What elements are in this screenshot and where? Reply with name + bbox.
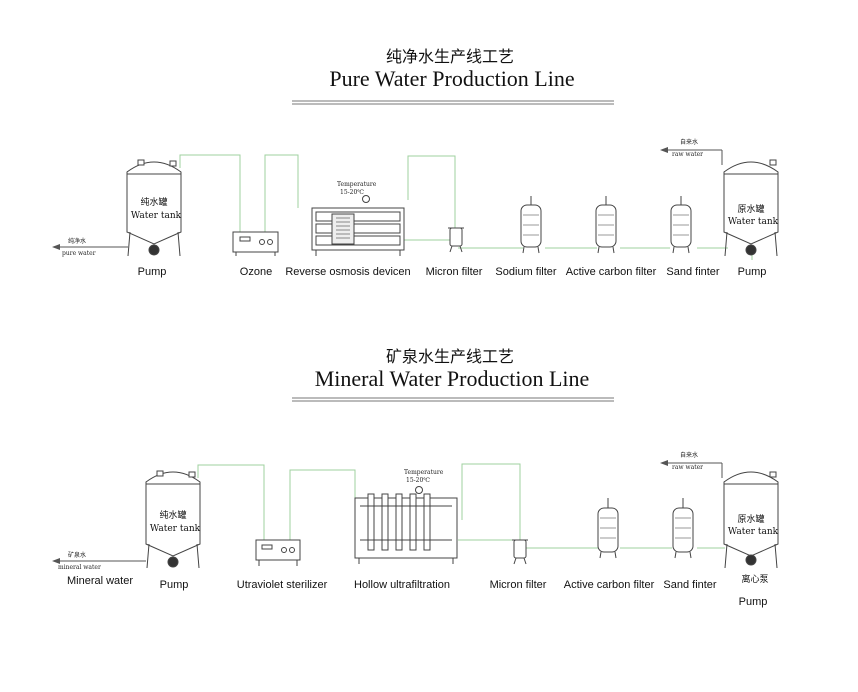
pure-outlet-en: pure water	[62, 250, 96, 257]
mineral-tank-label-en: Water tank	[150, 524, 201, 534]
mineral-label-mineral-water: Mineral water	[67, 575, 133, 587]
mineral-outlet-en: mineral water	[58, 564, 101, 571]
sodium-filter	[520, 196, 542, 254]
pure-title-cn: 纯净水生产线工艺	[386, 47, 514, 66]
pure-tank-label-cn: 纯水罐	[140, 196, 167, 208]
pure-raw-tank-label-cn: 原水罐	[737, 203, 764, 215]
pure-label-reverse-osmosis: Reverse osmosis devicen	[285, 266, 410, 278]
mineral-label-active-carbon-filter: Active carbon filter	[564, 579, 655, 591]
pure-label-micron-filter: Micron filter	[426, 266, 483, 278]
mineral-raw-water-tank	[723, 471, 779, 569]
pure-active-carbon-filter	[595, 196, 617, 254]
pure-label-active-carbon-filter: Active carbon filter	[566, 266, 657, 278]
mineral-water-tank	[145, 470, 201, 569]
mineral-label-uv-sterilizer: Utraviolet sterilizer	[237, 579, 328, 591]
mineral-water-section: 矿泉水生产线工艺 Mineral Water Production Line 自…	[52, 347, 779, 608]
pure-raw-water-tank	[723, 159, 779, 257]
mineral-label-hollow-ultrafiltration: Hollow ultrafiltration	[354, 579, 450, 591]
pure-temperature-range: 15-20℃	[340, 189, 364, 196]
pure-water-section: 纯净水生产线工艺 Pure Water Production Line 自来水 …	[52, 47, 779, 278]
mineral-title-en: Mineral Water Production Line	[315, 366, 590, 391]
pure-temperature-label: Temperature	[337, 181, 377, 188]
pure-water-tank	[126, 159, 182, 257]
mineral-tank-label-cn: 纯水罐	[159, 509, 186, 521]
pure-label-sand-filter: Sand finter	[666, 266, 720, 278]
mineral-outlet-cn: 矿泉水	[68, 551, 86, 559]
mineral-title-cn: 矿泉水生产线工艺	[386, 347, 514, 366]
pure-raw-tank-label-en: Water tank	[728, 217, 779, 227]
mineral-temperature-range: 15-20℃	[406, 477, 430, 484]
pure-outlet-arrow: 纯净水 pure water	[52, 237, 128, 257]
mineral-pump-label-cn: 离心泵	[741, 573, 768, 585]
pure-micron-filter	[448, 227, 464, 253]
pure-label-ozone: Ozone	[240, 266, 272, 278]
pure-label-pump-2: Pump	[738, 266, 767, 278]
mineral-pipes	[197, 463, 725, 549]
uv-sterilizer	[255, 539, 301, 566]
ozone-generator	[232, 231, 279, 256]
pure-tank-label-en: Water tank	[131, 211, 182, 221]
pure-inlet-cn: 自来水	[680, 138, 698, 146]
reverse-osmosis-device	[311, 195, 405, 256]
mineral-label-pump-1: Pump	[160, 579, 189, 591]
pure-inlet-en: raw water	[672, 151, 703, 158]
mineral-active-carbon-filter	[597, 498, 619, 559]
pure-inlet-arrow: 自来水 raw water	[660, 138, 723, 165]
mineral-label-sand-filter: Sand finter	[663, 579, 717, 591]
pure-title-en: Pure Water Production Line	[329, 66, 574, 91]
pure-label-sodium-filter: Sodium filter	[495, 266, 556, 278]
pure-pipes	[179, 154, 753, 260]
mineral-label-pump-2: Pump	[739, 596, 768, 608]
mineral-label-micron-filter: Micron filter	[490, 579, 547, 591]
mineral-sand-filter	[672, 498, 694, 559]
pure-outlet-cn: 纯净水	[68, 237, 86, 245]
pure-sand-filter	[670, 196, 692, 254]
mineral-inlet-en: raw water	[672, 464, 703, 471]
pure-label-pump-1: Pump	[138, 266, 167, 278]
mineral-inlet-cn: 自来水	[680, 451, 698, 459]
mineral-inlet-arrow: 自来水 raw water	[660, 451, 723, 478]
mineral-outlet-arrow: 矿泉水 mineral water	[52, 551, 146, 571]
hollow-ultrafiltration-unit	[354, 486, 458, 564]
mineral-raw-tank-label-cn: 原水罐	[737, 513, 764, 525]
mineral-raw-tank-label-en: Water tank	[728, 527, 779, 537]
mineral-micron-filter	[512, 539, 528, 565]
mineral-temperature-label: Temperature	[404, 469, 444, 476]
